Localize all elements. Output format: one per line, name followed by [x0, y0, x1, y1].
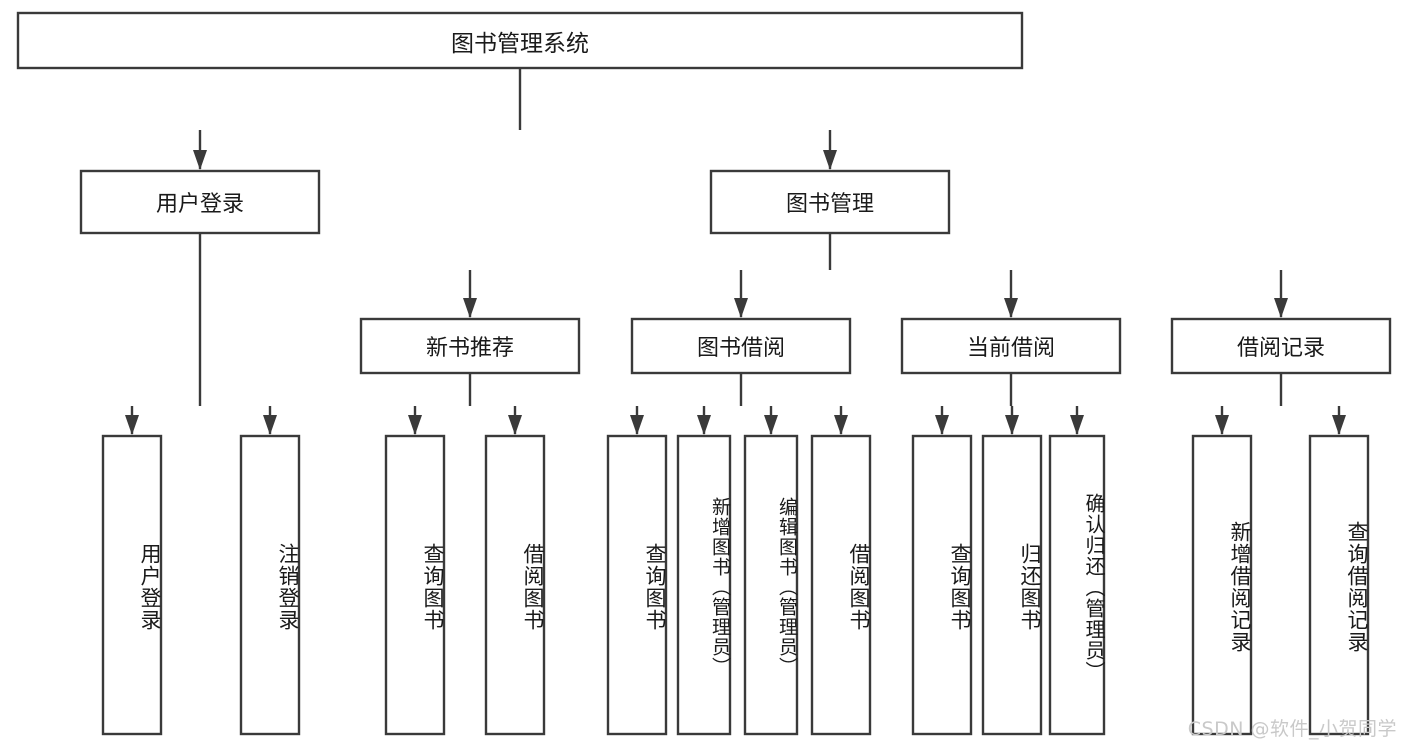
arrow-icon-leaf-query-book-recommend	[408, 415, 422, 435]
node-box-new-book-recommend[interactable]	[359, 317, 581, 375]
arrow-icon-leaf-borrow-book	[834, 415, 848, 435]
arrow-icon-leaf-user-login	[125, 415, 139, 435]
node-box-leaf-add-book-admin[interactable]	[676, 434, 732, 736]
arrow-icon-user-login	[193, 150, 207, 170]
boxes-layer	[16, 11, 1392, 736]
arrow-icon-leaf-query-borrow-record	[1332, 415, 1346, 435]
node-box-leaf-query-book-recommend[interactable]	[384, 434, 446, 736]
arrow-icon-leaf-add-borrow-record	[1215, 415, 1229, 435]
arrow-icon-book-management	[823, 150, 837, 170]
node-box-leaf-return-book[interactable]	[981, 434, 1043, 736]
node-box-leaf-query-borrow-record[interactable]	[1308, 434, 1370, 736]
node-box-leaf-edit-book-admin[interactable]	[743, 434, 799, 736]
arrow-icon-new-book-recommend	[463, 298, 477, 318]
node-box-leaf-user-logout[interactable]	[239, 434, 301, 736]
node-box-user-login[interactable]	[79, 169, 321, 235]
node-box-book-management[interactable]	[709, 169, 951, 235]
arrow-icon-book-borrow	[734, 298, 748, 318]
node-box-book-borrow[interactable]	[630, 317, 852, 375]
node-box-leaf-confirm-return-admin[interactable]	[1048, 434, 1106, 736]
node-box-leaf-borrow-book[interactable]	[810, 434, 872, 736]
arrow-icon-leaf-confirm-return-admin	[1070, 415, 1084, 435]
arrow-icon-leaf-user-logout	[263, 415, 277, 435]
connectors-layer	[125, 68, 1346, 435]
arrow-icon-leaf-query-book-current	[935, 415, 949, 435]
arrow-icon-leaf-query-book-borrow	[630, 415, 644, 435]
node-box-borrow-record[interactable]	[1170, 317, 1392, 375]
node-box-leaf-query-book-current[interactable]	[911, 434, 973, 736]
arrow-icon-leaf-add-book-admin	[697, 415, 711, 435]
node-box-current-borrow[interactable]	[900, 317, 1122, 375]
node-box-leaf-user-login[interactable]	[101, 434, 163, 736]
arrow-icon-leaf-borrow-book-recommend	[508, 415, 522, 435]
arrow-icon-borrow-record	[1274, 298, 1288, 318]
arrow-icon-leaf-return-book	[1005, 415, 1019, 435]
node-box-leaf-query-book-borrow[interactable]	[606, 434, 668, 736]
arrow-icon-current-borrow	[1004, 298, 1018, 318]
node-box-root[interactable]	[16, 11, 1024, 70]
node-box-leaf-add-borrow-record[interactable]	[1191, 434, 1253, 736]
node-box-leaf-borrow-book-recommend[interactable]	[484, 434, 546, 736]
arrow-icon-leaf-edit-book-admin	[764, 415, 778, 435]
